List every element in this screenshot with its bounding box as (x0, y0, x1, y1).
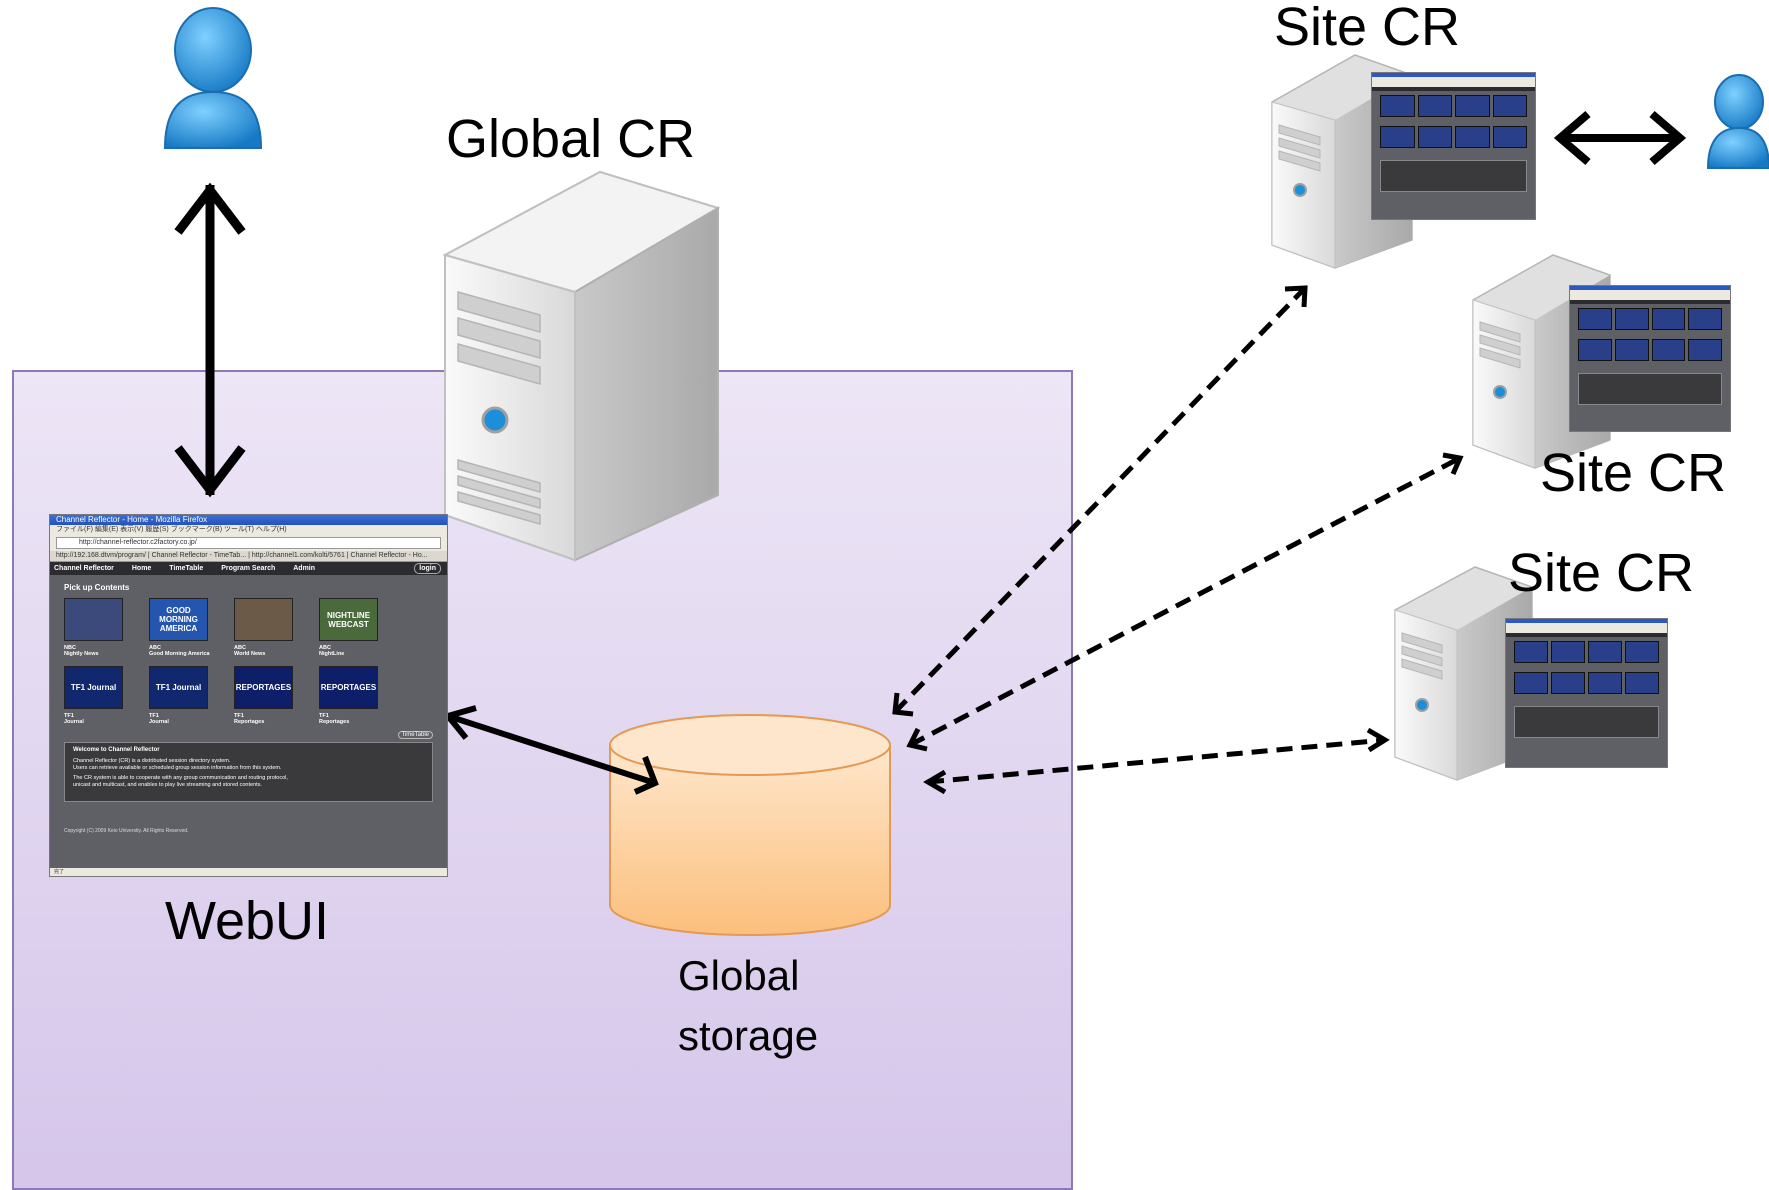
url-field: http://channel-reflector.c2factory.co.jp… (56, 537, 441, 549)
webui-label: WebUI (165, 891, 330, 951)
site-nav: Channel Reflector Home TimeTable Program… (50, 562, 447, 575)
tab-row: http://192.168.dtvm/program/ | Channel R… (50, 551, 447, 561)
global-cr-label: Global CR (446, 109, 696, 169)
site-cr-screenshot (1569, 285, 1731, 432)
global-storage-label: Global storage (678, 952, 819, 1059)
database-cylinder-icon (609, 714, 891, 936)
menu-bar: ファイル(F) 編集(E) 表示(V) 履歴(S) ブックマーク(B) ツール(… (56, 526, 287, 533)
thumbnail: GOOD MORNING AMERICA (149, 598, 208, 641)
footer-text: Copyright (C) 2009 Keio University. All … (64, 828, 189, 834)
thumbnail (64, 598, 123, 641)
section-title: Pick up Contents (64, 583, 130, 592)
timetable-button: TimeTable (397, 731, 433, 739)
welcome-box: Welcome to Channel Reflector Channel Ref… (64, 742, 433, 802)
site-cr-label: Site CR (1540, 443, 1727, 503)
nav-item: Channel Reflector (54, 565, 114, 572)
double-arrow-icon (174, 182, 246, 498)
thumbnail (234, 598, 293, 641)
window-title: Channel Reflector - Home - Mozilla Firef… (50, 515, 447, 525)
thumbnail: TF1 Journal (149, 666, 208, 709)
webui-screenshot: Channel Reflector - Home - Mozilla Firef… (49, 514, 448, 877)
dashed-double-arrow-icon (892, 285, 1308, 717)
double-arrow-icon (442, 705, 659, 795)
nav-item: Home (131, 565, 152, 572)
site-cr-label: Site CR (1274, 0, 1461, 57)
dashed-double-arrow-icon (923, 727, 1390, 795)
login-button: login (414, 563, 441, 574)
thumbnail: REPORTAGES (234, 666, 293, 709)
server-icon (442, 170, 721, 562)
site-cr-screenshot (1505, 618, 1668, 768)
nav-item: Admin (293, 565, 316, 572)
site-cr-label: Site CR (1508, 543, 1695, 603)
nav-item: Program Search (221, 565, 276, 572)
double-arrow-icon (1553, 110, 1687, 166)
thumbnail: NIGHTLINE WEBCAST (319, 598, 378, 641)
welcome-title: Welcome to Channel Reflector (73, 747, 160, 753)
user-icon (1706, 74, 1769, 169)
user-icon (163, 7, 263, 149)
dashed-double-arrow-icon (906, 452, 1464, 752)
nav-item: TimeTable (169, 565, 204, 572)
browser-chrome: ファイル(F) 編集(E) 表示(V) 履歴(S) ブックマーク(B) ツール(… (50, 525, 447, 562)
site-cr-screenshot (1371, 72, 1536, 220)
thumbnail: TF1 Journal (64, 666, 123, 709)
thumbnail: REPORTAGES (319, 666, 378, 709)
status-bar: 完了 (50, 868, 447, 876)
